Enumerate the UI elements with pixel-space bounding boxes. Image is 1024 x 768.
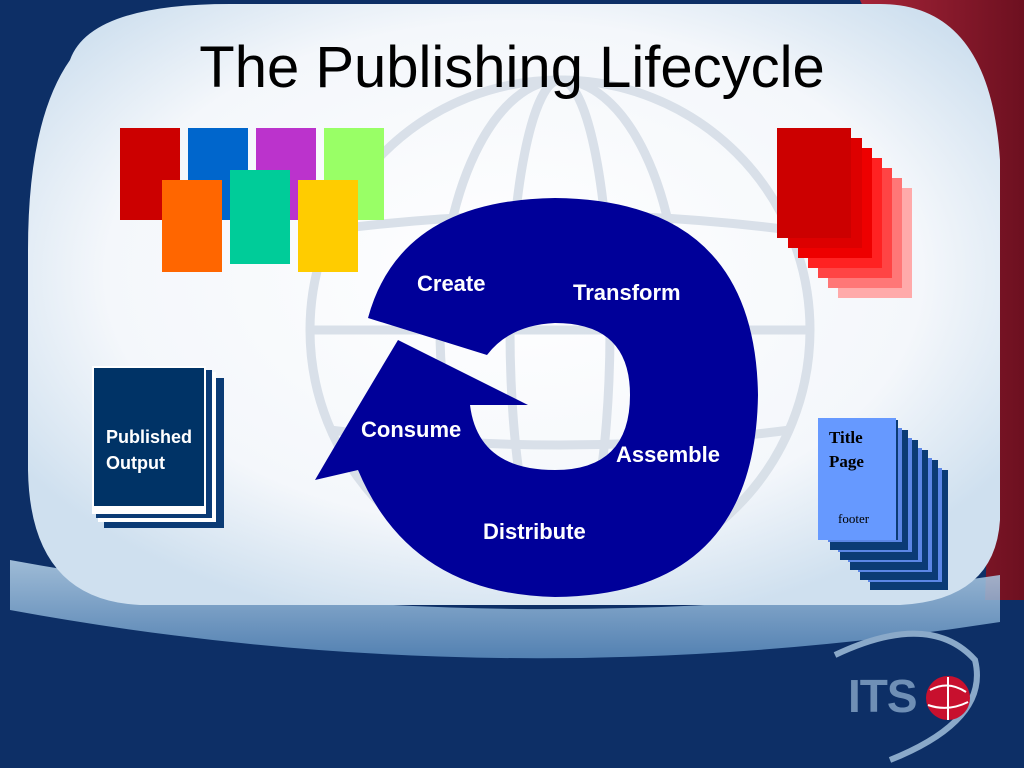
published-output-label: Published Output <box>106 424 192 476</box>
title-page-line-1: Title <box>829 428 863 447</box>
title-page-footer: footer <box>838 511 870 526</box>
published-output-line-1: Published <box>106 427 193 447</box>
red-page-stack <box>777 128 912 298</box>
its-logo-graphic <box>833 630 980 763</box>
stage-create: Create <box>417 271 486 296</box>
lifecycle-ring <box>315 198 758 597</box>
slide-title: The Publishing Lifecycle <box>199 35 825 100</box>
stage-transform: Transform <box>573 280 681 305</box>
color-tiles <box>120 128 384 272</box>
stage-consume: Consume <box>361 417 462 442</box>
its-logo-text: ITS <box>848 670 918 722</box>
light-band <box>10 560 1000 659</box>
title-page-stack <box>818 418 948 590</box>
published-output-line-2: Output <box>106 453 165 473</box>
stage-distribute: Distribute <box>483 519 586 544</box>
title-page-label: Title Page <box>829 426 864 474</box>
stage-assemble: Assemble <box>616 442 720 467</box>
published-output-document <box>92 366 224 528</box>
title-page-line-2: Page <box>829 452 864 471</box>
